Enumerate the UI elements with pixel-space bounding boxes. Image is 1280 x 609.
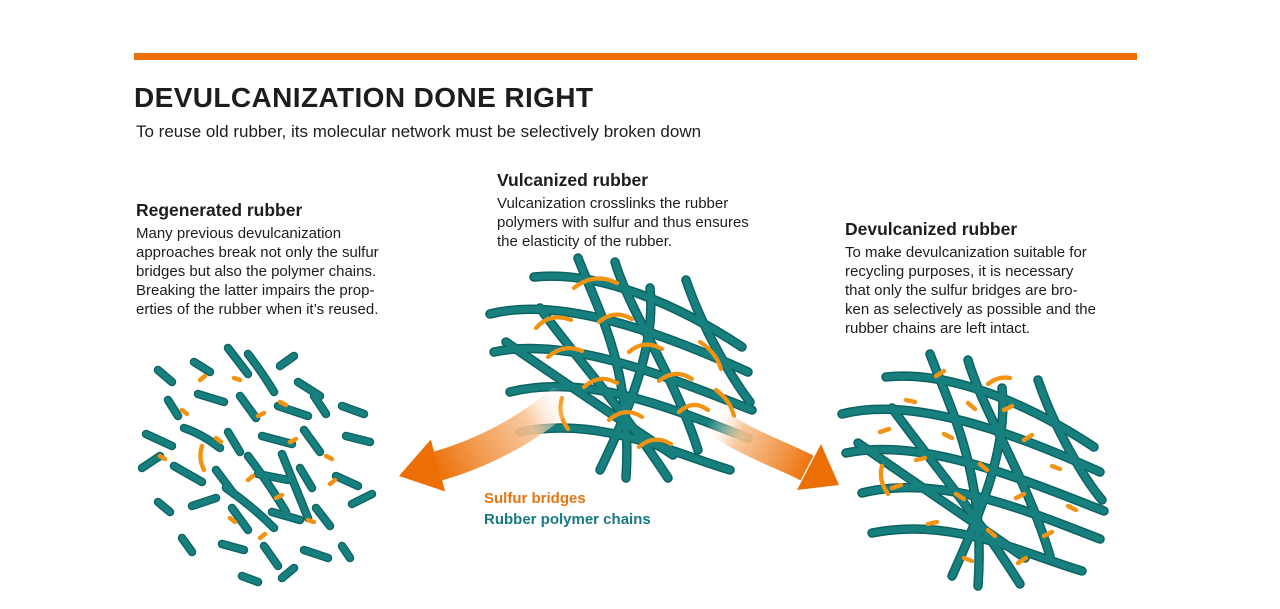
section-devulcanized-rubber: Devulcanized rubber To make devulcanizat… <box>845 219 1145 338</box>
regenerated-heading: Regenerated rubber <box>136 200 303 220</box>
devulcanized-heading: Devulcanized rubber <box>845 219 1018 239</box>
regenerated-body: Many previous devulcanization approaches… <box>136 225 379 318</box>
devulcanized-body: To make devulcanization suitable for rec… <box>845 244 1096 337</box>
devulcanized-network-illustration <box>828 348 1113 593</box>
page-subtitle: To reuse old rubber, its molecular netwo… <box>136 122 702 141</box>
section-vulcanized-rubber: Vulcanized rubber Vulcanization crosslin… <box>497 170 797 251</box>
section-regenerated-rubber: Regenerated rubber Many previous devulca… <box>136 200 436 319</box>
devulcanization-arrow-right-icon <box>702 406 839 490</box>
legend: Sulfur bridges Rubber polymer chains <box>484 488 651 530</box>
vulcanized-heading: Vulcanized rubber <box>497 170 649 190</box>
devulcanization-arrow-left-icon <box>399 388 573 492</box>
page-title: DEVULCANIZATION DONE RIGHT <box>134 82 594 113</box>
vulcanized-body: Vulcanization crosslinks the rubber poly… <box>497 195 749 250</box>
accent-bar <box>134 53 1137 60</box>
legend-sulfur-bridges-label: Sulfur bridges <box>484 490 586 507</box>
regenerated-network-illustration <box>130 338 395 593</box>
legend-rubber-polymer-chains-label: Rubber polymer chains <box>484 511 651 528</box>
